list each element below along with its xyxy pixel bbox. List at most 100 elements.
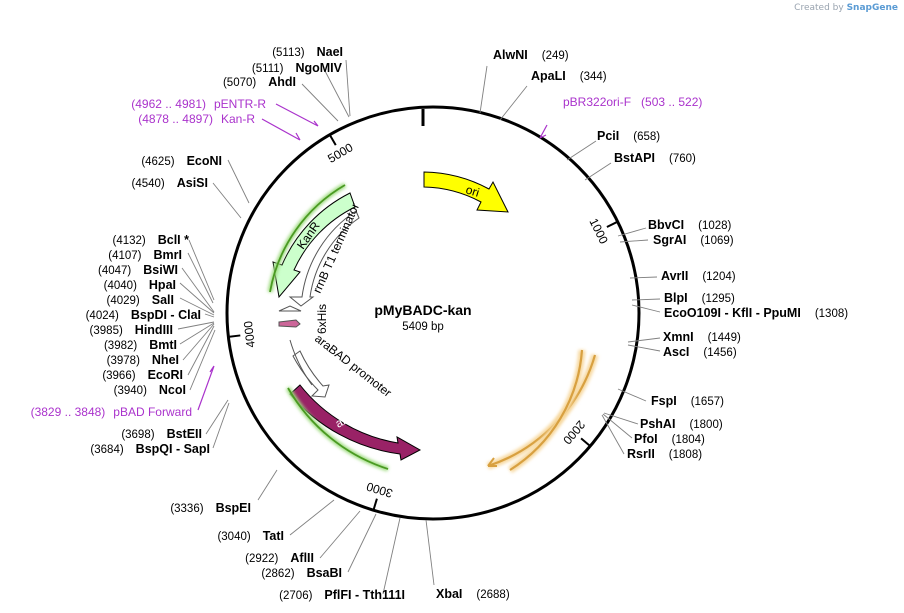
connector [619, 239, 649, 243]
ruler-tick [228, 334, 241, 338]
connector [601, 414, 625, 455]
site-label: (3040)TatI [217, 529, 284, 543]
site-label: (3940)NcoI [114, 383, 186, 397]
site-label: (3698)BstEII [121, 427, 202, 441]
ruler-tick [328, 134, 337, 146]
site-label: PshAI(1800) [640, 417, 723, 431]
site-label: (4107)BmrI [108, 248, 182, 262]
snapgene-logo: SnapGene [846, 3, 898, 13]
connector [189, 329, 216, 391]
connector [584, 162, 612, 181]
connector [204, 313, 215, 318]
site-label: FspI(1657) [651, 394, 724, 408]
primer-arrow-pbr322 [539, 124, 548, 139]
primer-label-pbad: (3829 .. 3848)pBAD Forward [31, 405, 192, 419]
site-label: (4029)SalI [107, 293, 175, 307]
connector [617, 227, 647, 237]
connector [566, 140, 597, 161]
site-label: (4047)BsiWI [98, 263, 178, 277]
site-label: (2706)PflFI - Tth111I [279, 588, 405, 602]
site-label: (4625)EcoNI [141, 154, 222, 168]
connector [617, 388, 647, 402]
ruler-tick-label: 5000 [325, 140, 355, 166]
site-label: (3978)NheI [107, 353, 179, 367]
connector [179, 322, 215, 345]
rbs-marker [278, 305, 302, 312]
ruler-tick [580, 437, 591, 447]
connector [212, 182, 242, 219]
primer-arrow-kanr [261, 118, 301, 141]
connector [602, 413, 633, 439]
connector [227, 159, 250, 204]
rrnb-terminator-feature [288, 210, 360, 307]
connector [631, 304, 661, 313]
kanR-halo-line [269, 184, 346, 293]
connector [187, 325, 215, 376]
site-label: (3684)BspQI - SapI [90, 442, 210, 456]
site-label: (5111)NgoMIV [252, 61, 343, 75]
site-label: SgrAI(1069) [653, 233, 734, 247]
kanR-feature [272, 192, 356, 299]
site-label: AlwNI(249) [493, 48, 569, 62]
primer-arrow-pentr [275, 103, 319, 127]
plasmid-name: pMyBADC-kan [374, 302, 471, 318]
ruler-tick-label: 1000 [586, 216, 611, 246]
site-label: PfoI(1804) [634, 432, 705, 446]
connector [181, 267, 215, 313]
ruler-tick-label: 2000 [560, 418, 588, 448]
connector [629, 276, 658, 279]
site-label: XmnI(1449) [663, 330, 741, 344]
site-label: (2862)BsaBI [261, 566, 342, 580]
site-label: (3966)EcoRI [102, 368, 183, 382]
ruler-tick-label: 4000 [241, 320, 258, 348]
connector [627, 344, 661, 352]
site-label: (3982)BmtI [104, 338, 177, 352]
connector [382, 517, 401, 595]
connector [499, 85, 528, 121]
site-label: AscI(1456) [663, 345, 737, 359]
site-label: BbvCI(1028) [648, 218, 732, 232]
site-label: ApaLI(344) [531, 69, 607, 83]
ori-label: ori [464, 182, 481, 199]
arabad-outline [289, 339, 313, 386]
primer-label-pentr: (4962 .. 4981)pENTR-R [131, 97, 266, 111]
primer-label-pbr322: pBR322ori-F(503 .. 522) [563, 95, 702, 109]
connector [319, 510, 361, 559]
connector [301, 83, 339, 122]
snapgene-credit: Created by SnapGene [794, 3, 898, 13]
connector [603, 412, 639, 425]
connector [627, 337, 661, 343]
site-connectors [177, 59, 661, 595]
connector [323, 68, 350, 118]
site-label: (4040)HpaI [104, 278, 176, 292]
orange-feature-inner [509, 349, 584, 471]
ruler-tick [606, 220, 619, 228]
ruler-tick-label: 3000 [364, 479, 394, 500]
sites-left: (5113)NaeI (5111)NgoMIV (5070)AhdI (4625… [86, 45, 405, 602]
primer-markers [197, 103, 548, 411]
connector [289, 499, 335, 536]
connector [179, 282, 215, 314]
site-label: (4132)BclI * [112, 233, 189, 247]
site-label: RsrII(1808) [627, 447, 702, 461]
site-label: AvrII(1204) [661, 269, 736, 283]
his-label: 6xHis [315, 304, 329, 334]
connector [188, 239, 215, 301]
backbone-circle [225, 105, 641, 521]
connector [212, 402, 230, 449]
site-label: (4540)AsiSI [131, 176, 208, 190]
connector [177, 321, 215, 330]
plasmid-size: 5409 bp [402, 321, 444, 333]
sites-right: AlwNI(249) ApaLI(344) PciI(658) BstAPI(7… [436, 48, 848, 601]
site-label: (3985)HindIII [90, 323, 173, 337]
connector [631, 298, 661, 301]
site-label: XbaI(2688) [436, 587, 510, 601]
site-label: (2922)AflII [245, 551, 314, 565]
primer-arrow-pbad [197, 365, 215, 411]
ori-feature [423, 171, 509, 213]
arabad-promoter-feature [292, 350, 330, 398]
site-label: EcoO109I - KflI - PpuMI(1308) [664, 306, 848, 320]
araC-feature [289, 384, 422, 461]
credit-prefix: Created by [794, 3, 844, 13]
orange-arrowhead [487, 457, 497, 467]
